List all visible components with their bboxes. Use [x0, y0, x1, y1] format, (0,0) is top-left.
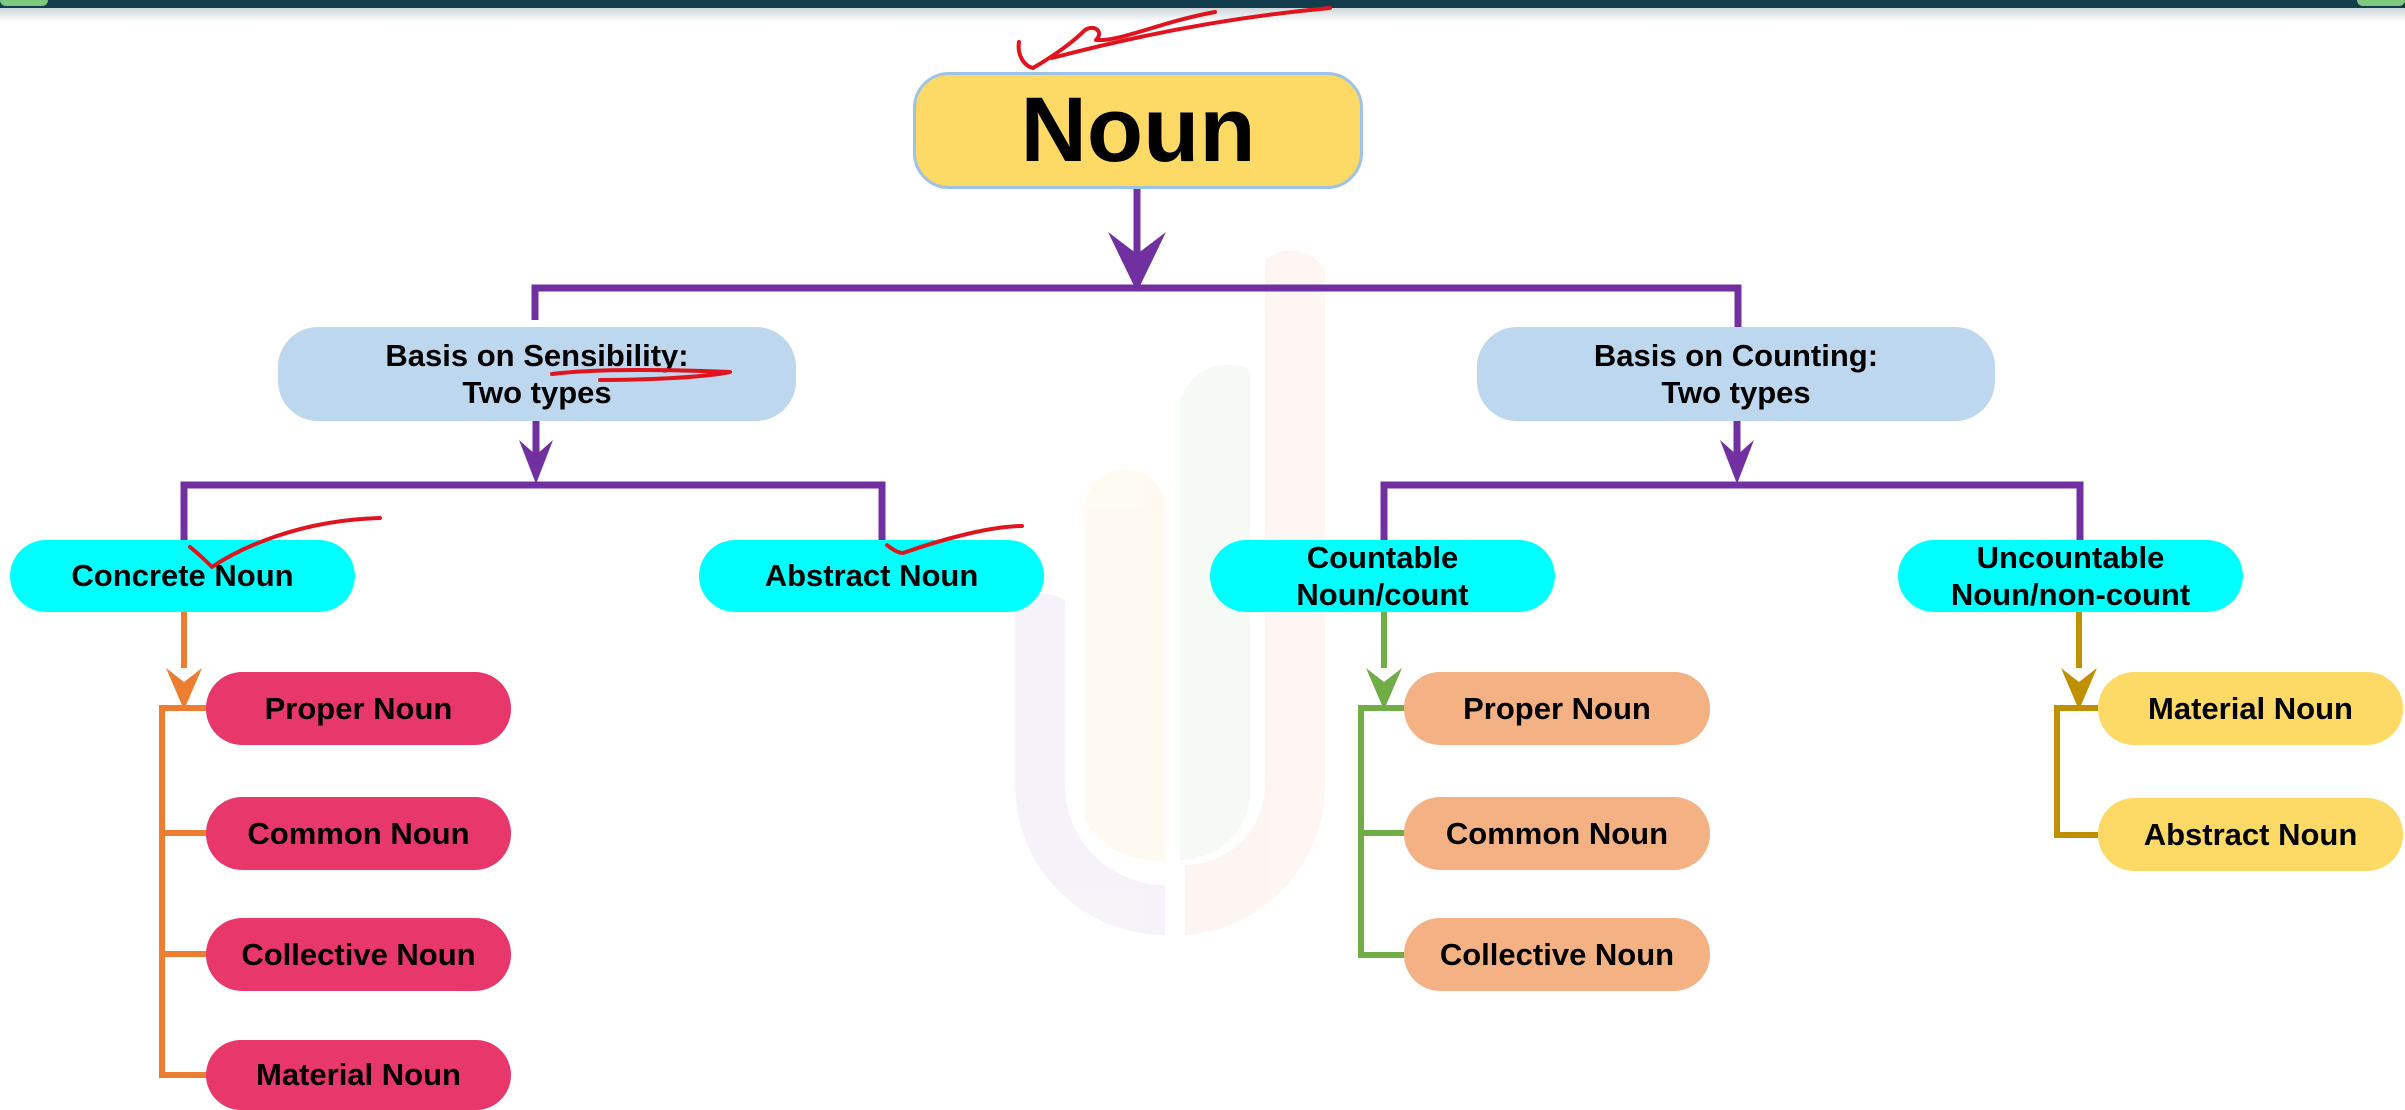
uncountable-leaf-abstract: Abstract Noun [2098, 798, 2403, 871]
watermark-logo [1015, 250, 1326, 936]
top-bar-tab-left [0, 0, 48, 6]
countable-line1: Countable [1306, 539, 1459, 575]
countable-leaf-proper: Proper Noun [1404, 672, 1710, 745]
countable-leaf-proper-label: Proper Noun [1463, 690, 1651, 726]
concrete-leaf-common-label: Common Noun [247, 815, 470, 851]
uncountable-line2: Noun/non-count [1950, 577, 2191, 612]
countable-leaf-common: Common Noun [1404, 797, 1710, 870]
countable-connector [1358, 612, 1405, 958]
main-arrowheads [519, 232, 1754, 484]
root-label: Noun [1020, 79, 1256, 182]
concrete-leaf-proper-label: Proper Noun [264, 690, 453, 726]
basis-counting-line1: Basis on Counting: [1593, 337, 1879, 373]
basis-counting-box: Basis on Counting: Two types [1477, 327, 1995, 421]
concrete-connector [159, 612, 210, 1078]
concrete-noun-box: Concrete Noun [10, 540, 355, 612]
concrete-leaf-material: Material Noun [206, 1040, 511, 1110]
countable-leaf-collective-label: Collective Noun [1439, 936, 1675, 972]
abstract-noun-label: Abstract Noun [764, 558, 979, 594]
concrete-leaf-collective: Collective Noun [206, 918, 511, 991]
basis-counting-line2: Two types [1661, 375, 1811, 410]
concrete-noun-label: Concrete Noun [71, 558, 294, 594]
countable-leaf-collective: Collective Noun [1404, 918, 1710, 991]
countable-leaf-common-label: Common Noun [1445, 815, 1669, 851]
countable-noun-box: Countable Noun/count [1210, 540, 1555, 612]
concrete-leaf-proper: Proper Noun [206, 672, 511, 745]
uncountable-leaf-material: Material Noun [2098, 672, 2403, 745]
uncountable-line1: Uncountable [1976, 539, 2165, 575]
concrete-leaf-common: Common Noun [206, 797, 511, 870]
concrete-leaf-material-label: Material Noun [256, 1057, 461, 1093]
window-top-bar [0, 0, 2405, 8]
basis-sensibility-line2: Two types [462, 375, 612, 410]
abstract-noun-box: Abstract Noun [699, 540, 1044, 612]
basis-sensibility-box: Basis on Sensibility: Two types [278, 327, 796, 421]
root-noun-box: Noun [913, 72, 1363, 189]
concrete-leaf-collective-label: Collective Noun [241, 936, 476, 972]
uncountable-connector [2054, 612, 2098, 838]
uncountable-leaf-material-label: Material Noun [2148, 690, 2353, 726]
top-bar-tab-right [2357, 0, 2405, 6]
uncountable-leaf-abstract-label: Abstract Noun [2143, 816, 2358, 852]
basis-sensibility-line1: Basis on Sensibility: [385, 337, 689, 373]
uncountable-noun-box: Uncountable Noun/non-count [1898, 540, 2243, 612]
countable-line2: Noun/count [1296, 577, 1469, 612]
